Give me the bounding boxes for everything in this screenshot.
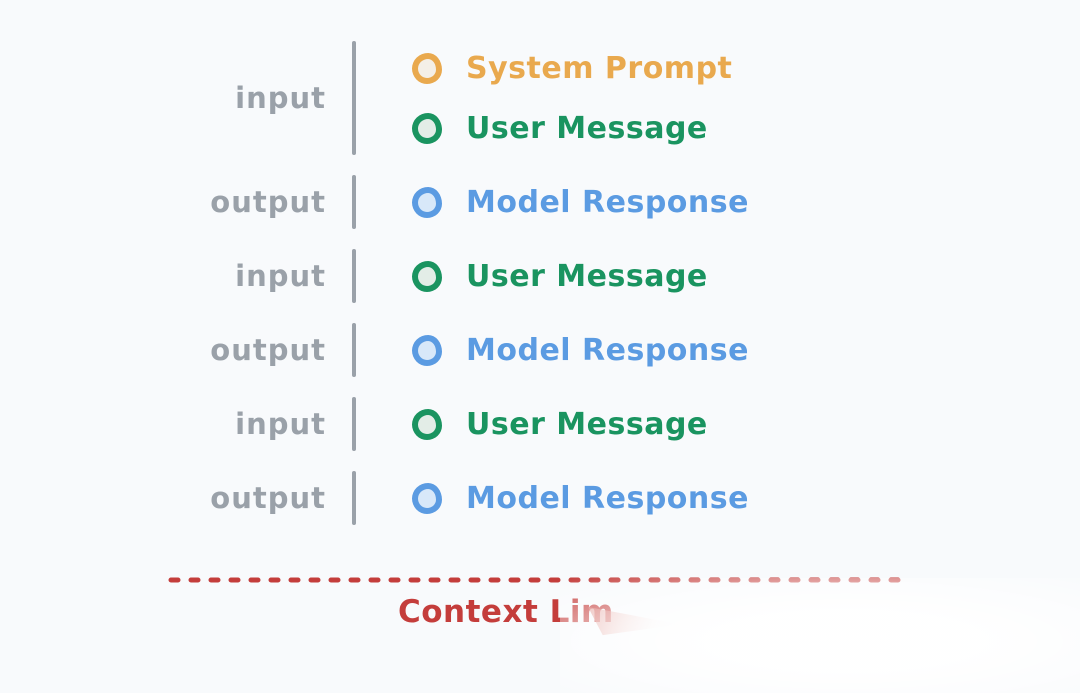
legend-item-model-response: Model Response xyxy=(412,172,749,232)
io-label-input-2: input xyxy=(235,259,326,293)
context-limit-row: Context Lim xyxy=(0,594,1080,644)
legend-item-user-message: User Message xyxy=(412,394,708,454)
turn-group-input-2: input User Message xyxy=(0,246,1080,306)
legend-item-user-message: User Message xyxy=(412,98,732,158)
context-limit-dashed-line xyxy=(168,568,1080,583)
legend-item-model-response: Model Response xyxy=(412,468,749,528)
circle-icon xyxy=(412,482,442,514)
circle-icon xyxy=(412,260,442,292)
legend-item-label: System Prompt xyxy=(466,50,733,86)
group-items: User Message xyxy=(356,394,708,454)
legend-item-label: User Message xyxy=(466,258,708,294)
group-items: Model Response xyxy=(356,172,749,232)
group-bracket-bar xyxy=(352,397,356,451)
group-items: Model Response xyxy=(356,320,749,380)
conversation-turns: input System Prompt User Message output xyxy=(0,38,1080,528)
legend-item-label: User Message xyxy=(466,406,708,442)
turn-group-input-1: input System Prompt User Message xyxy=(0,38,1080,158)
legend-item-model-response: Model Response xyxy=(412,320,749,380)
group-items: Model Response xyxy=(356,468,749,528)
legend-item-label: Model Response xyxy=(466,184,749,220)
turn-group-input-3: input User Message xyxy=(0,394,1080,454)
group-items: User Message xyxy=(356,246,708,306)
legend-item-user-message: User Message xyxy=(412,246,708,306)
io-label-output-1: output xyxy=(210,185,326,219)
legend-item-label: User Message xyxy=(466,110,708,146)
io-label-input-1: input xyxy=(235,81,326,115)
io-label-output-2: output xyxy=(210,333,326,367)
group-bracket-bar xyxy=(352,323,356,377)
circle-icon xyxy=(412,112,442,144)
group-bracket-bar xyxy=(352,471,356,525)
group-bracket-bar xyxy=(352,249,356,303)
dashed-line-icon xyxy=(168,577,914,583)
group-items: System Prompt User Message xyxy=(356,38,732,158)
io-label-output-3: output xyxy=(210,481,326,515)
circle-icon xyxy=(412,408,442,440)
group-bracket-bar xyxy=(352,175,356,229)
io-label-input-3: input xyxy=(235,407,326,441)
turn-group-output-3: output Model Response xyxy=(0,468,1080,528)
context-limit-label: Context Lim xyxy=(398,594,614,630)
legend-item-label: Model Response xyxy=(466,332,749,368)
turn-group-output-1: output Model Response xyxy=(0,172,1080,232)
circle-icon xyxy=(412,186,442,218)
turn-group-output-2: output Model Response xyxy=(0,320,1080,380)
legend-item-system-prompt: System Prompt xyxy=(412,38,732,98)
legend-item-label: Model Response xyxy=(466,480,749,516)
circle-icon xyxy=(412,334,442,366)
group-bracket-bar xyxy=(352,41,356,155)
circle-icon xyxy=(412,52,442,84)
